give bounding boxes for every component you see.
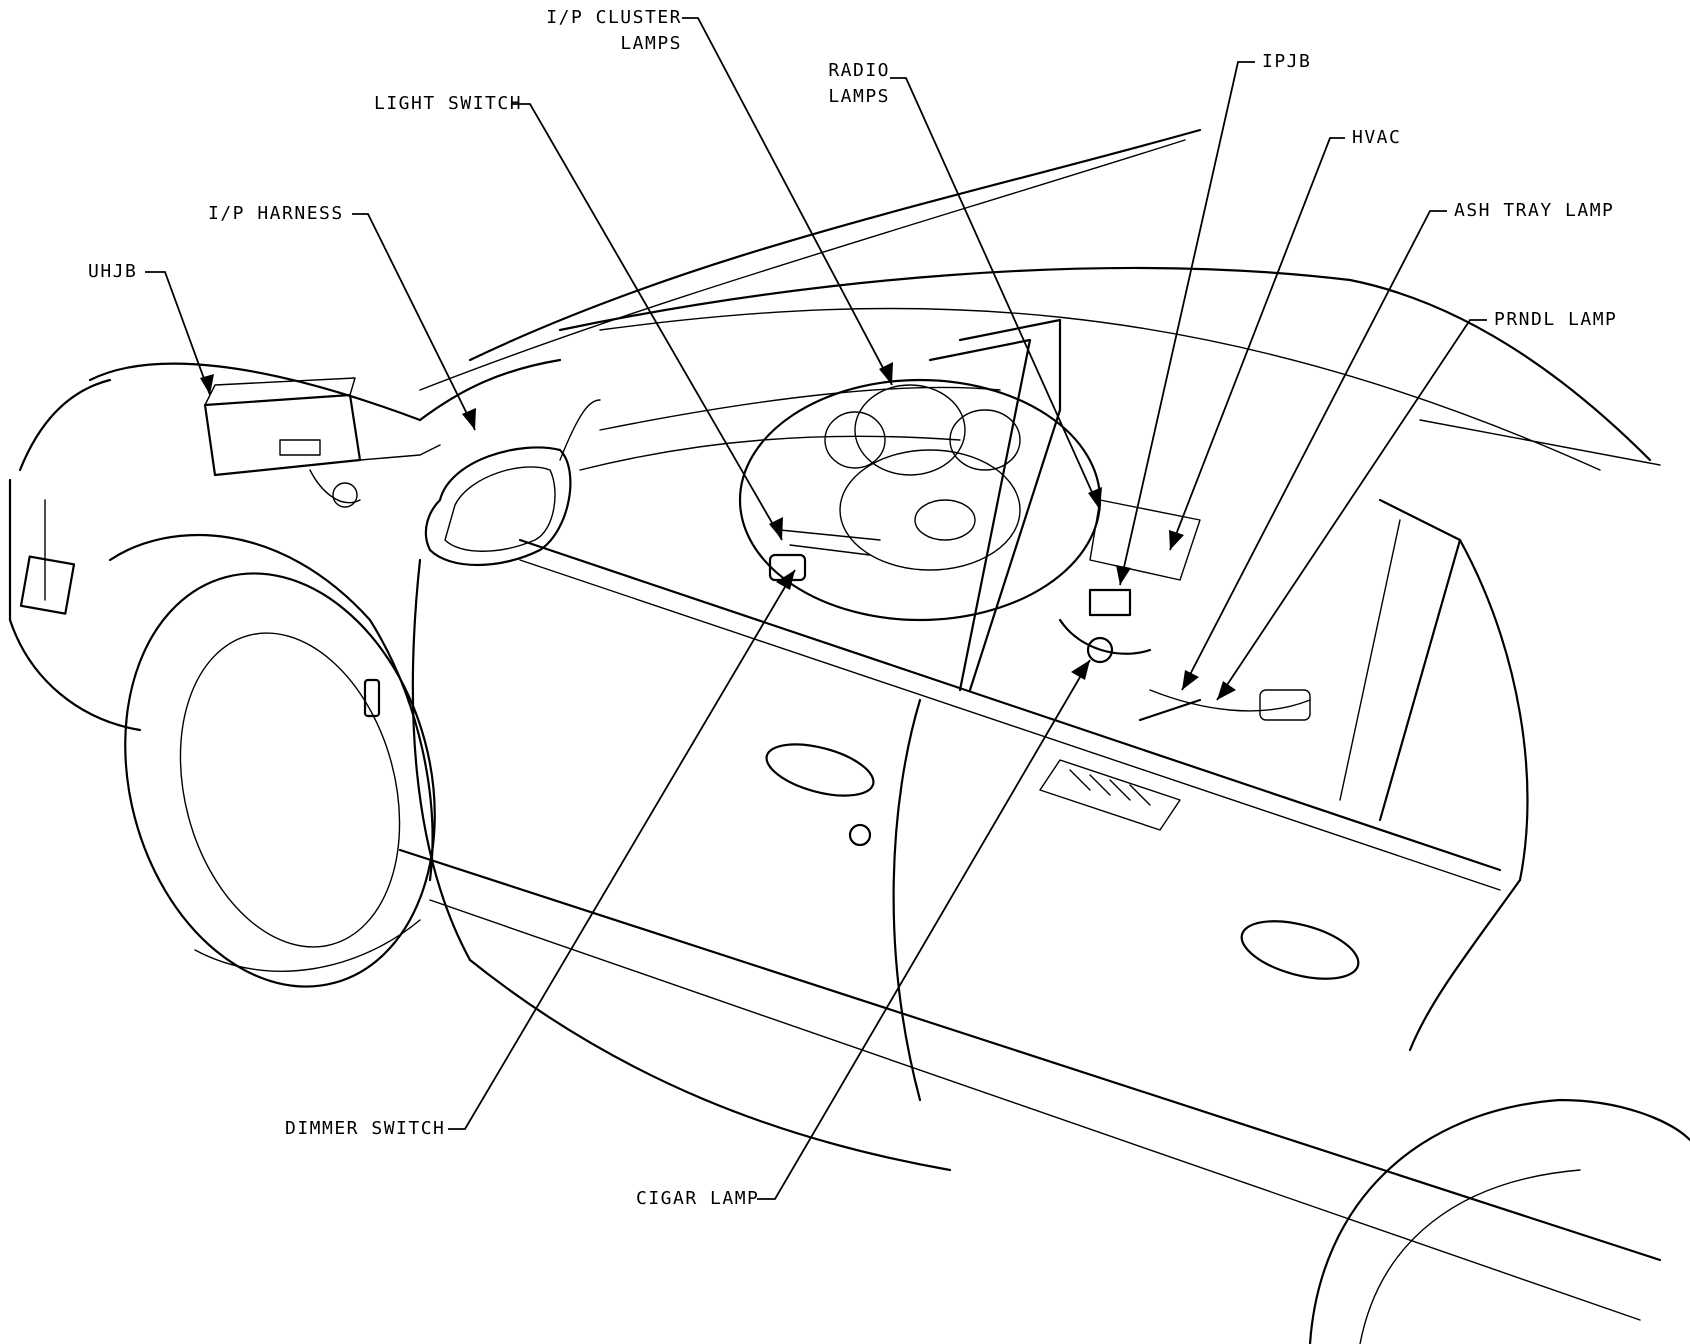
callout-radio-lamps-line-2: LAMPS bbox=[828, 86, 890, 107]
callout-hvac: HVAC bbox=[1352, 127, 1402, 148]
callout-radio-lamps-line-1: RADIO bbox=[828, 60, 890, 81]
callout-light-switch: LIGHT SWITCH bbox=[374, 93, 523, 114]
callout-prndl-lamp: PRNDL LAMP bbox=[1494, 309, 1618, 330]
callout-dimmer-switch: DIMMER SWITCH bbox=[285, 1118, 446, 1139]
callout-radio-lamps: RADIO LAMPS bbox=[815, 58, 890, 110]
callout-ip-cluster-lamps-line-2: LAMPS bbox=[620, 33, 682, 54]
leader-lines bbox=[145, 17, 1487, 1200]
callout-ip-cluster-lamps-line-1: I/P CLUSTER bbox=[546, 7, 682, 28]
interior-details bbox=[203, 377, 1311, 831]
callout-ip-cluster-lamps: I/P CLUSTER LAMPS bbox=[542, 5, 682, 57]
callout-cigar-lamp: CIGAR LAMP bbox=[636, 1188, 760, 1209]
car-body bbox=[8, 128, 1690, 1344]
callout-ash-tray-lamp: ASH TRAY LAMP bbox=[1454, 200, 1615, 221]
callout-ipjb: IPJB bbox=[1262, 51, 1312, 72]
callout-uhjb: UHJB bbox=[88, 261, 138, 282]
callout-ip-harness: I/P HARNESS bbox=[208, 203, 344, 224]
